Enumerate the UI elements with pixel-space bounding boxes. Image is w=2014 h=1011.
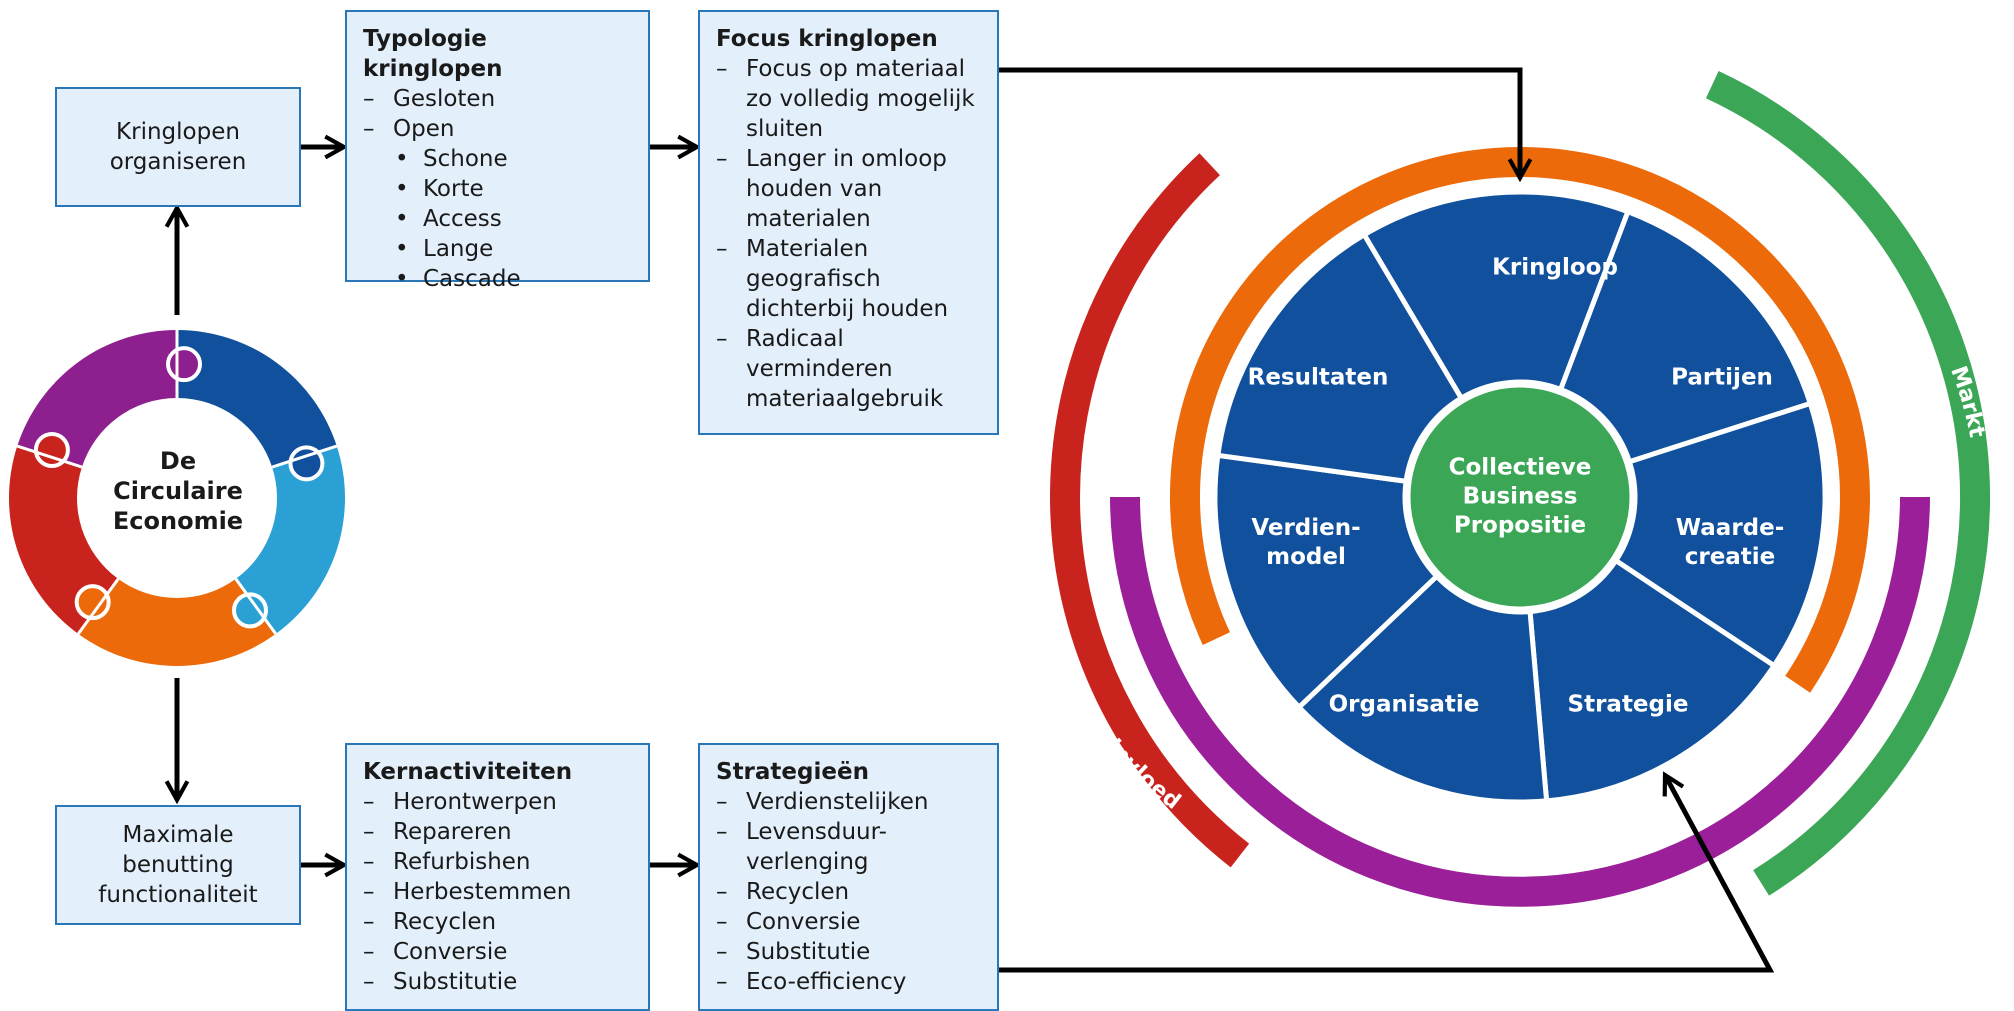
puzzle-knob xyxy=(288,445,325,482)
list-item: Open xyxy=(363,114,634,144)
segment-line: Partijen xyxy=(1671,364,1773,391)
list-item: Substitutie xyxy=(363,967,634,997)
box-line: Kringlopen xyxy=(116,119,240,145)
segment-line: Verdien- xyxy=(1251,515,1361,541)
arc-capaciteit xyxy=(1170,146,1870,693)
puzzle-knob xyxy=(231,592,268,629)
puzzle-piece-orange xyxy=(78,578,276,666)
list-item: Conversie xyxy=(716,907,983,937)
box-kernactiviteiten: Kernactiviteiten Herontwerpen Repareren … xyxy=(345,743,650,1011)
puzzle-separator xyxy=(77,578,120,635)
box-line: benutting xyxy=(122,852,234,878)
segment-line: Waarde- xyxy=(1675,515,1785,541)
wheel-segment xyxy=(1527,557,1778,804)
segment-label-strategie: Strategie xyxy=(1568,691,1689,720)
list-item: Eco-efficiency xyxy=(716,967,983,997)
arc-speelruimte xyxy=(1110,496,1930,907)
segment-line: Organisatie xyxy=(1328,691,1480,718)
puzzle-piece-blue xyxy=(177,330,337,468)
segment-label-kringloop: Kringloop xyxy=(1492,254,1618,283)
list-item: Refurbishen xyxy=(363,847,634,877)
list-item: Gesloten xyxy=(363,84,634,114)
puzzle-knob xyxy=(166,346,203,383)
segment-label-resultaten: Resultaten xyxy=(1248,364,1389,393)
box-line: Maximale xyxy=(122,822,234,848)
puzzle-center-line: Circulaire xyxy=(113,477,243,505)
hub-line: Business xyxy=(1462,483,1578,510)
puzzle-separator xyxy=(271,444,338,469)
list-item: Recyclen xyxy=(716,877,983,907)
wheel-segment xyxy=(1360,189,1632,402)
puzzle-separator xyxy=(234,578,277,635)
list-item: Radicaal verminderen materiaalgebruik xyxy=(716,324,983,414)
box-line: functionaliteit xyxy=(98,882,258,908)
hub-label: Collectieve Business Propositie xyxy=(1449,454,1592,541)
wheel-connectors xyxy=(999,67,1775,973)
segment-label-verdienmodel: Verdien- model xyxy=(1251,514,1360,572)
segment-line: Kringloop xyxy=(1492,254,1618,281)
segment-label-waardecreatie: Waarde- creatie xyxy=(1676,514,1785,572)
puzzle-center xyxy=(79,400,275,596)
box-focus-kringlopen: Focus kringlopen Focus op materiaal zo v… xyxy=(698,10,999,435)
list-item: Levensduur-verlenging xyxy=(716,817,983,877)
wheel-segment xyxy=(1557,208,1814,465)
list-item: Repareren xyxy=(363,817,634,847)
list-item: Verdienstelijken xyxy=(716,787,983,817)
box-title: Kernactiviteiten xyxy=(363,759,573,785)
puzzle-center-line: De xyxy=(159,447,197,475)
box-typologie-kringlopen: Typologie kringlopen Gesloten Open Schon… xyxy=(345,10,650,294)
list-item: Herbestemmen xyxy=(363,877,634,907)
sub-list-item: Schone xyxy=(393,144,634,174)
list-item: Herontwerpen xyxy=(363,787,634,817)
hub-line: Collectieve xyxy=(1448,454,1592,481)
box-kringlopen-organiseren: Kringlopen organiseren xyxy=(55,87,301,207)
hub-line: Propositie xyxy=(1453,512,1587,539)
box-strategieen: Strategieën Verdienstelijken Levensduur-… xyxy=(698,743,999,1011)
box-line: organiseren xyxy=(109,149,247,175)
segment-label-partijen: Partijen xyxy=(1671,364,1773,393)
wheel-segment xyxy=(1612,400,1828,670)
list-item: Materialen geografisch dichterbij houden xyxy=(716,234,983,324)
wheel-segment xyxy=(1295,572,1550,805)
wheel-segment xyxy=(1215,231,1465,485)
circular-economy-puzzle xyxy=(8,330,345,666)
segment-line: model xyxy=(1266,544,1346,570)
segment-label-organisatie: Organisatie xyxy=(1329,691,1480,720)
list-item: Substitutie xyxy=(716,937,983,967)
puzzle-center-text: De Circulaire Economie xyxy=(98,446,258,536)
segment-line: creatie xyxy=(1684,544,1776,570)
box-title: Strategieën xyxy=(716,759,869,785)
arrow-strategie-to-wheel xyxy=(999,775,1775,973)
arrow-focus-to-wheel xyxy=(999,67,1520,178)
sub-list-item: Access xyxy=(393,204,634,234)
sub-list-item: Lange xyxy=(393,234,634,264)
box-title: Focus kringlopen xyxy=(716,26,938,52)
puzzle-knob xyxy=(33,431,70,468)
puzzle-center-line: Economie xyxy=(112,507,244,535)
arc-markt xyxy=(1705,71,1991,896)
list-item: Langer in omloop houden van materialen xyxy=(716,144,983,234)
sub-list-item: Korte xyxy=(393,174,634,204)
arc-invloed xyxy=(1050,153,1250,868)
list-item: Conversie xyxy=(363,937,634,967)
wheel-hub xyxy=(1405,382,1635,612)
sub-list-item: Cascade xyxy=(393,264,634,294)
wheel-segment xyxy=(1212,452,1441,711)
connector-arrows xyxy=(177,147,697,865)
puzzle-piece-lightblue xyxy=(235,446,345,634)
puzzle-knob xyxy=(74,584,111,621)
business-model-wheel: CapaciteitMarktInvloedSpeelruimte xyxy=(1050,71,1991,933)
puzzle-separator xyxy=(16,444,83,469)
segment-line: Strategie xyxy=(1567,691,1689,718)
box-maximale-benutting: Maximale benutting functionaliteit xyxy=(55,805,301,925)
box-title: Typologie kringlopen xyxy=(363,26,503,82)
segment-line: Resultaten xyxy=(1247,364,1389,391)
list-item: Recyclen xyxy=(363,907,634,937)
list-item: Focus op materiaal zo volledig mogelijk … xyxy=(716,54,983,144)
